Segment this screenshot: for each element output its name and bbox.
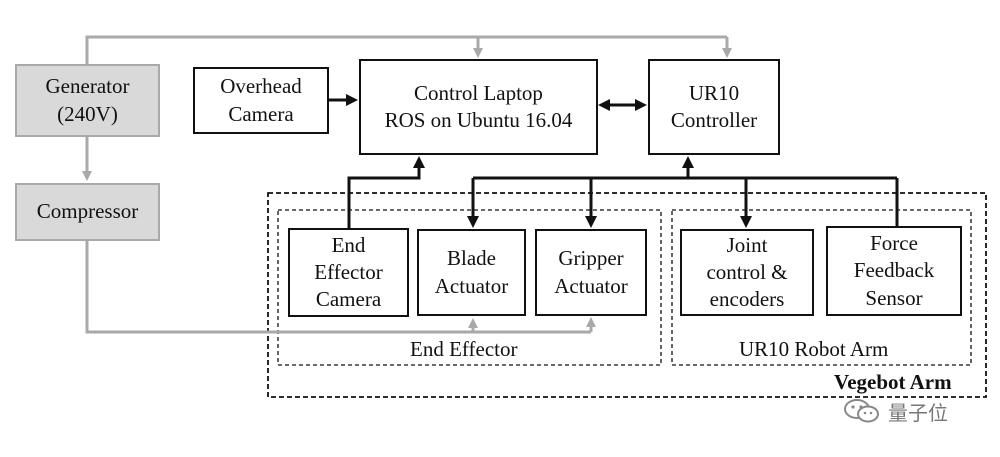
force-sensor-node: Force Feedback Sensor — [826, 226, 962, 316]
control-laptop-node: Control Laptop ROS on Ubuntu 16.04 — [359, 59, 598, 155]
joint-control-node: Joint control & encoders — [680, 229, 814, 316]
compressor-air-line — [85, 241, 591, 334]
watermark: 量子位 — [842, 396, 948, 426]
overhead-camera-node: Overhead Camera — [193, 67, 329, 134]
power-lines — [82, 35, 732, 334]
ur10-robot-arm-border — [671, 209, 972, 366]
watermark-text: 量子位 — [888, 400, 948, 425]
end-effector-camera-node: End Effector Camera — [288, 228, 409, 317]
wechat-icon — [844, 399, 879, 423]
generator-node: Generator (240V) — [15, 64, 160, 137]
generator-power-bus — [85, 35, 727, 64]
signal-lines — [329, 94, 899, 228]
end-effector-group-label: End Effector — [410, 337, 518, 361]
blade-actuator-node: Blade Actuator — [417, 229, 526, 316]
ee-camera-to-laptop — [347, 156, 425, 228]
ur10-robot-arm-group-label: UR10 Robot Arm — [739, 337, 889, 361]
gripper-actuator-node: Gripper Actuator — [535, 229, 647, 316]
ur10-controller-node: UR10 Controller — [648, 59, 780, 155]
vegebot-arm-border — [267, 192, 987, 398]
vegebot-arm-group-label: Vegebot Arm — [834, 370, 952, 394]
compressor-node: Compressor — [15, 183, 160, 241]
end-effector-border — [277, 209, 662, 366]
